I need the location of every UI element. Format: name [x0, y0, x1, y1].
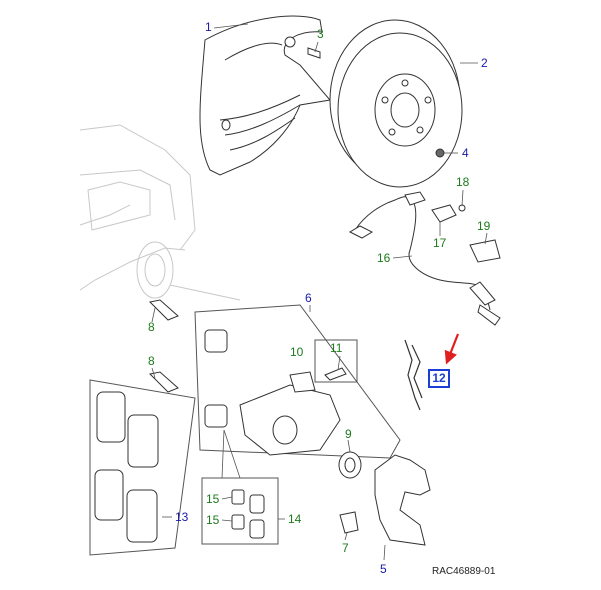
callout-8b: 8 — [148, 354, 155, 368]
callout-9: 9 — [345, 427, 352, 441]
callout-11: 11 — [330, 341, 343, 355]
callout-7: 7 — [342, 541, 349, 555]
caliper-boots — [204, 329, 228, 428]
brake-pads — [94, 391, 159, 543]
bleed-screw — [324, 367, 347, 381]
callout-15a: 15 — [206, 492, 220, 506]
callout-5: 5 — [380, 562, 387, 576]
callout-17: 17 — [433, 236, 447, 250]
callout-13: 13 — [175, 510, 189, 524]
callout-2: 2 — [481, 56, 488, 70]
caliper-group-box — [194, 304, 401, 459]
carrier-bolt — [339, 511, 359, 534]
bleed-screw-box — [314, 339, 358, 383]
callout-12-highlighted: 12 — [428, 369, 450, 388]
caliper-carrier — [374, 454, 431, 546]
callout-19: 19 — [477, 219, 491, 233]
highlight-arrow — [444, 333, 460, 365]
vehicle-outline — [79, 124, 241, 301]
harness-bracket — [431, 204, 466, 223]
wear-sensor-harness — [348, 191, 501, 326]
pad-spring — [404, 339, 423, 411]
brake-caliper — [239, 371, 341, 456]
callout-14: 14 — [288, 512, 302, 526]
callout-18: 18 — [456, 175, 470, 189]
splash-shield — [199, 15, 331, 176]
guide-pin-lower — [148, 371, 179, 393]
callout-15b: 15 — [206, 513, 220, 527]
callout-3: 3 — [317, 27, 324, 41]
callout-labels: 1 2 3 4 5 6 7 8 8 9 10 11 13 14 15 15 16… — [148, 20, 491, 576]
brake-pad-box — [89, 379, 196, 556]
callout-10: 10 — [290, 345, 304, 359]
reference-code: RAC46889-01 — [432, 566, 496, 577]
callout-8a: 8 — [148, 320, 155, 334]
guide-pin-kit-parts — [231, 489, 265, 539]
brake-disc — [329, 19, 463, 188]
leader-lines — [151, 23, 488, 561]
callout-6: 6 — [305, 291, 312, 305]
sensor-clip — [469, 239, 501, 263]
callout-1: 1 — [205, 20, 212, 34]
piston-seal — [338, 451, 362, 479]
disc-screw — [435, 148, 445, 158]
shield-bolt — [307, 47, 321, 59]
callout-4: 4 — [462, 146, 469, 160]
guide-pin-kit-box — [201, 477, 279, 545]
callout-16: 16 — [377, 251, 391, 265]
guide-pin-upper — [148, 299, 179, 321]
